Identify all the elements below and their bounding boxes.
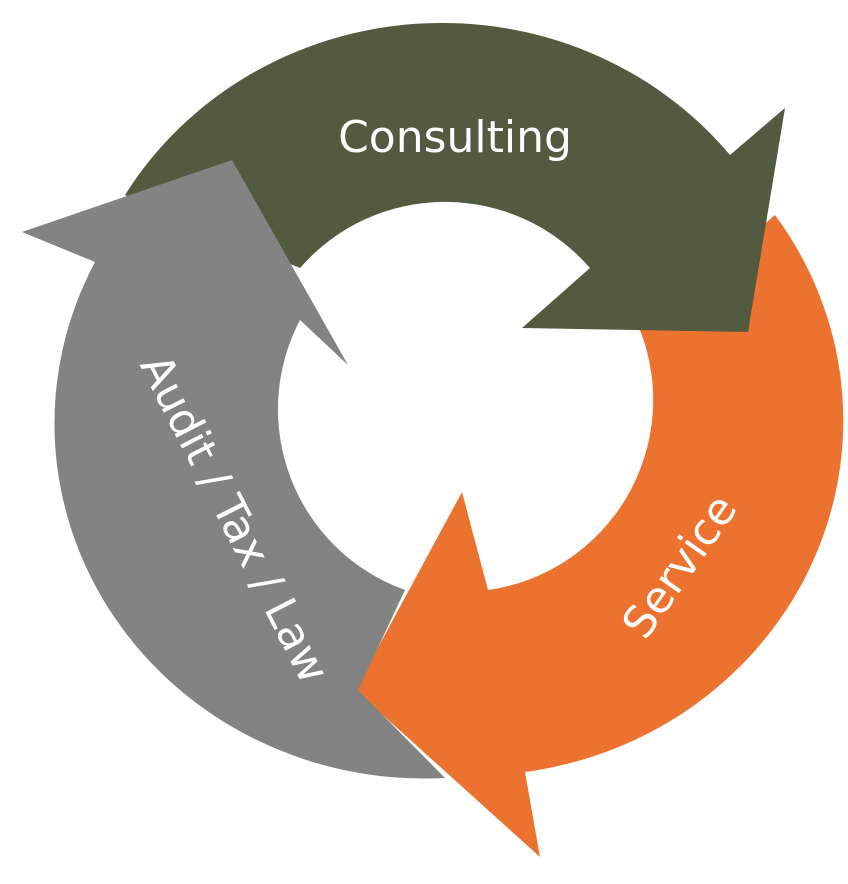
audit-tax-law-arrow: [22, 160, 445, 779]
service-arrow: [355, 215, 844, 857]
consulting-label: Consulting: [338, 112, 572, 163]
consulting-arrow: [125, 22, 785, 332]
